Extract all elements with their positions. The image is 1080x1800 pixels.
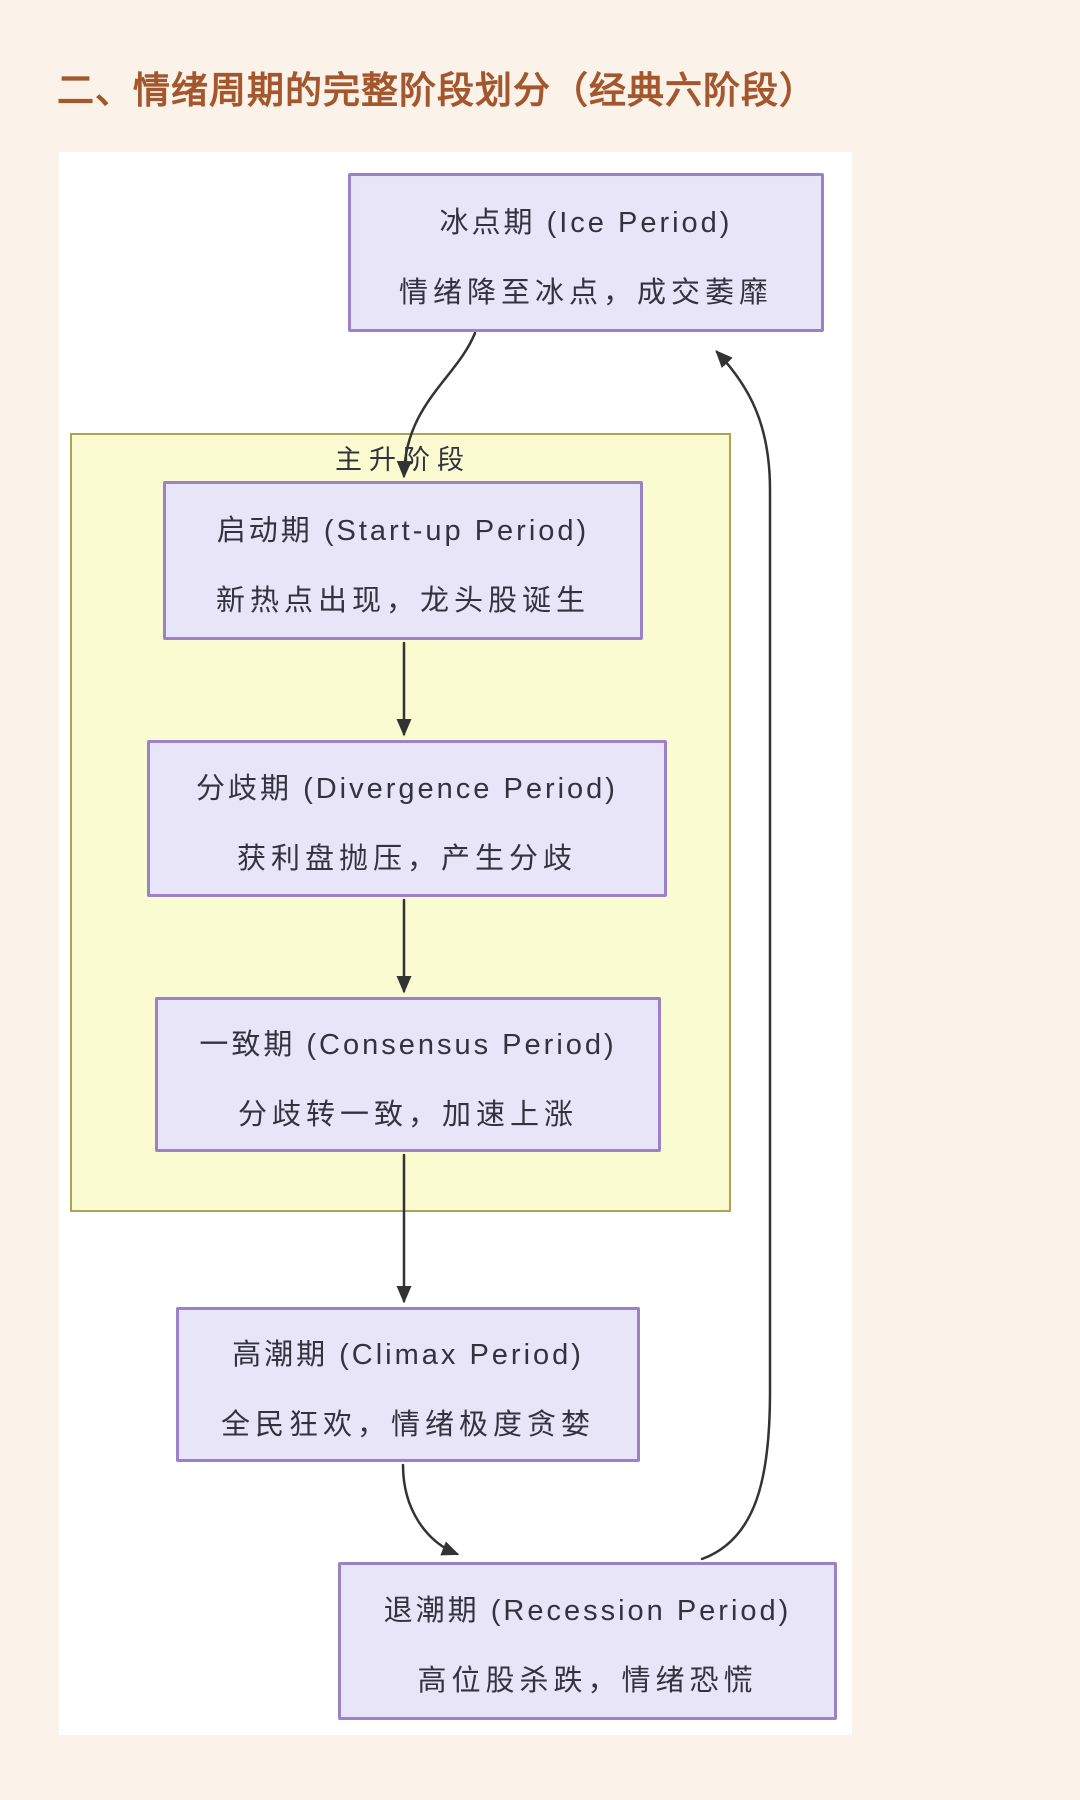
node-startup-period: 启动期 (Start-up Period) 新热点出现，龙头股诞生 (163, 481, 643, 640)
node-title: 启动期 (Start-up Period) (216, 514, 590, 547)
node-title: 一致期 (Consensus Period) (199, 1028, 617, 1061)
edge-climax-to-recession (401, 1463, 460, 1556)
node-desc: 高位股杀跌，情绪恐慌 (417, 1665, 758, 1697)
node-title: 退潮期 (Recession Period) (383, 1595, 792, 1627)
node-title: 高潮期 (Climax Period) (232, 1338, 584, 1371)
page-title: 二、情绪周期的完整阶段划分（经典六阶段） (57, 70, 817, 111)
node-desc: 情绪降至冰点，成交萎靡 (398, 276, 773, 309)
flowchart-canvas: 主升阶段 冰点期 (Ice Period) 情绪降至冰点，成交萎靡 启动期 (S… (59, 152, 852, 1735)
node-desc: 全民狂欢，情绪极度贪婪 (220, 1408, 595, 1441)
flowchart-edges (396, 331, 772, 1561)
node-desc: 分歧转一致，加速上涨 (237, 1098, 578, 1131)
node-ice-period: 冰点期 (Ice Period) 情绪降至冰点，成交萎靡 (348, 173, 824, 332)
node-title: 冰点期 (Ice Period) (439, 206, 733, 239)
node-desc: 新热点出现，龙头股诞生 (215, 584, 590, 617)
edge-recession-to-ice (700, 350, 772, 1561)
node-consensus-period: 一致期 (Consensus Period) 分歧转一致，加速上涨 (155, 997, 661, 1152)
node-climax-period: 高潮期 (Climax Period) 全民狂欢，情绪极度贪婪 (176, 1307, 640, 1462)
node-title: 分歧期 (Divergence Period) (196, 772, 618, 805)
node-divergence-period: 分歧期 (Divergence Period) 获利盘抛压，产生分歧 (147, 740, 667, 897)
node-desc: 获利盘抛压，产生分歧 (236, 842, 577, 875)
edge-ice-to-startup (396, 331, 477, 479)
cluster-label: 主升阶段 (335, 445, 471, 475)
node-recession-period: 退潮期 (Recession Period) 高位股杀跌，情绪恐慌 (338, 1562, 837, 1720)
